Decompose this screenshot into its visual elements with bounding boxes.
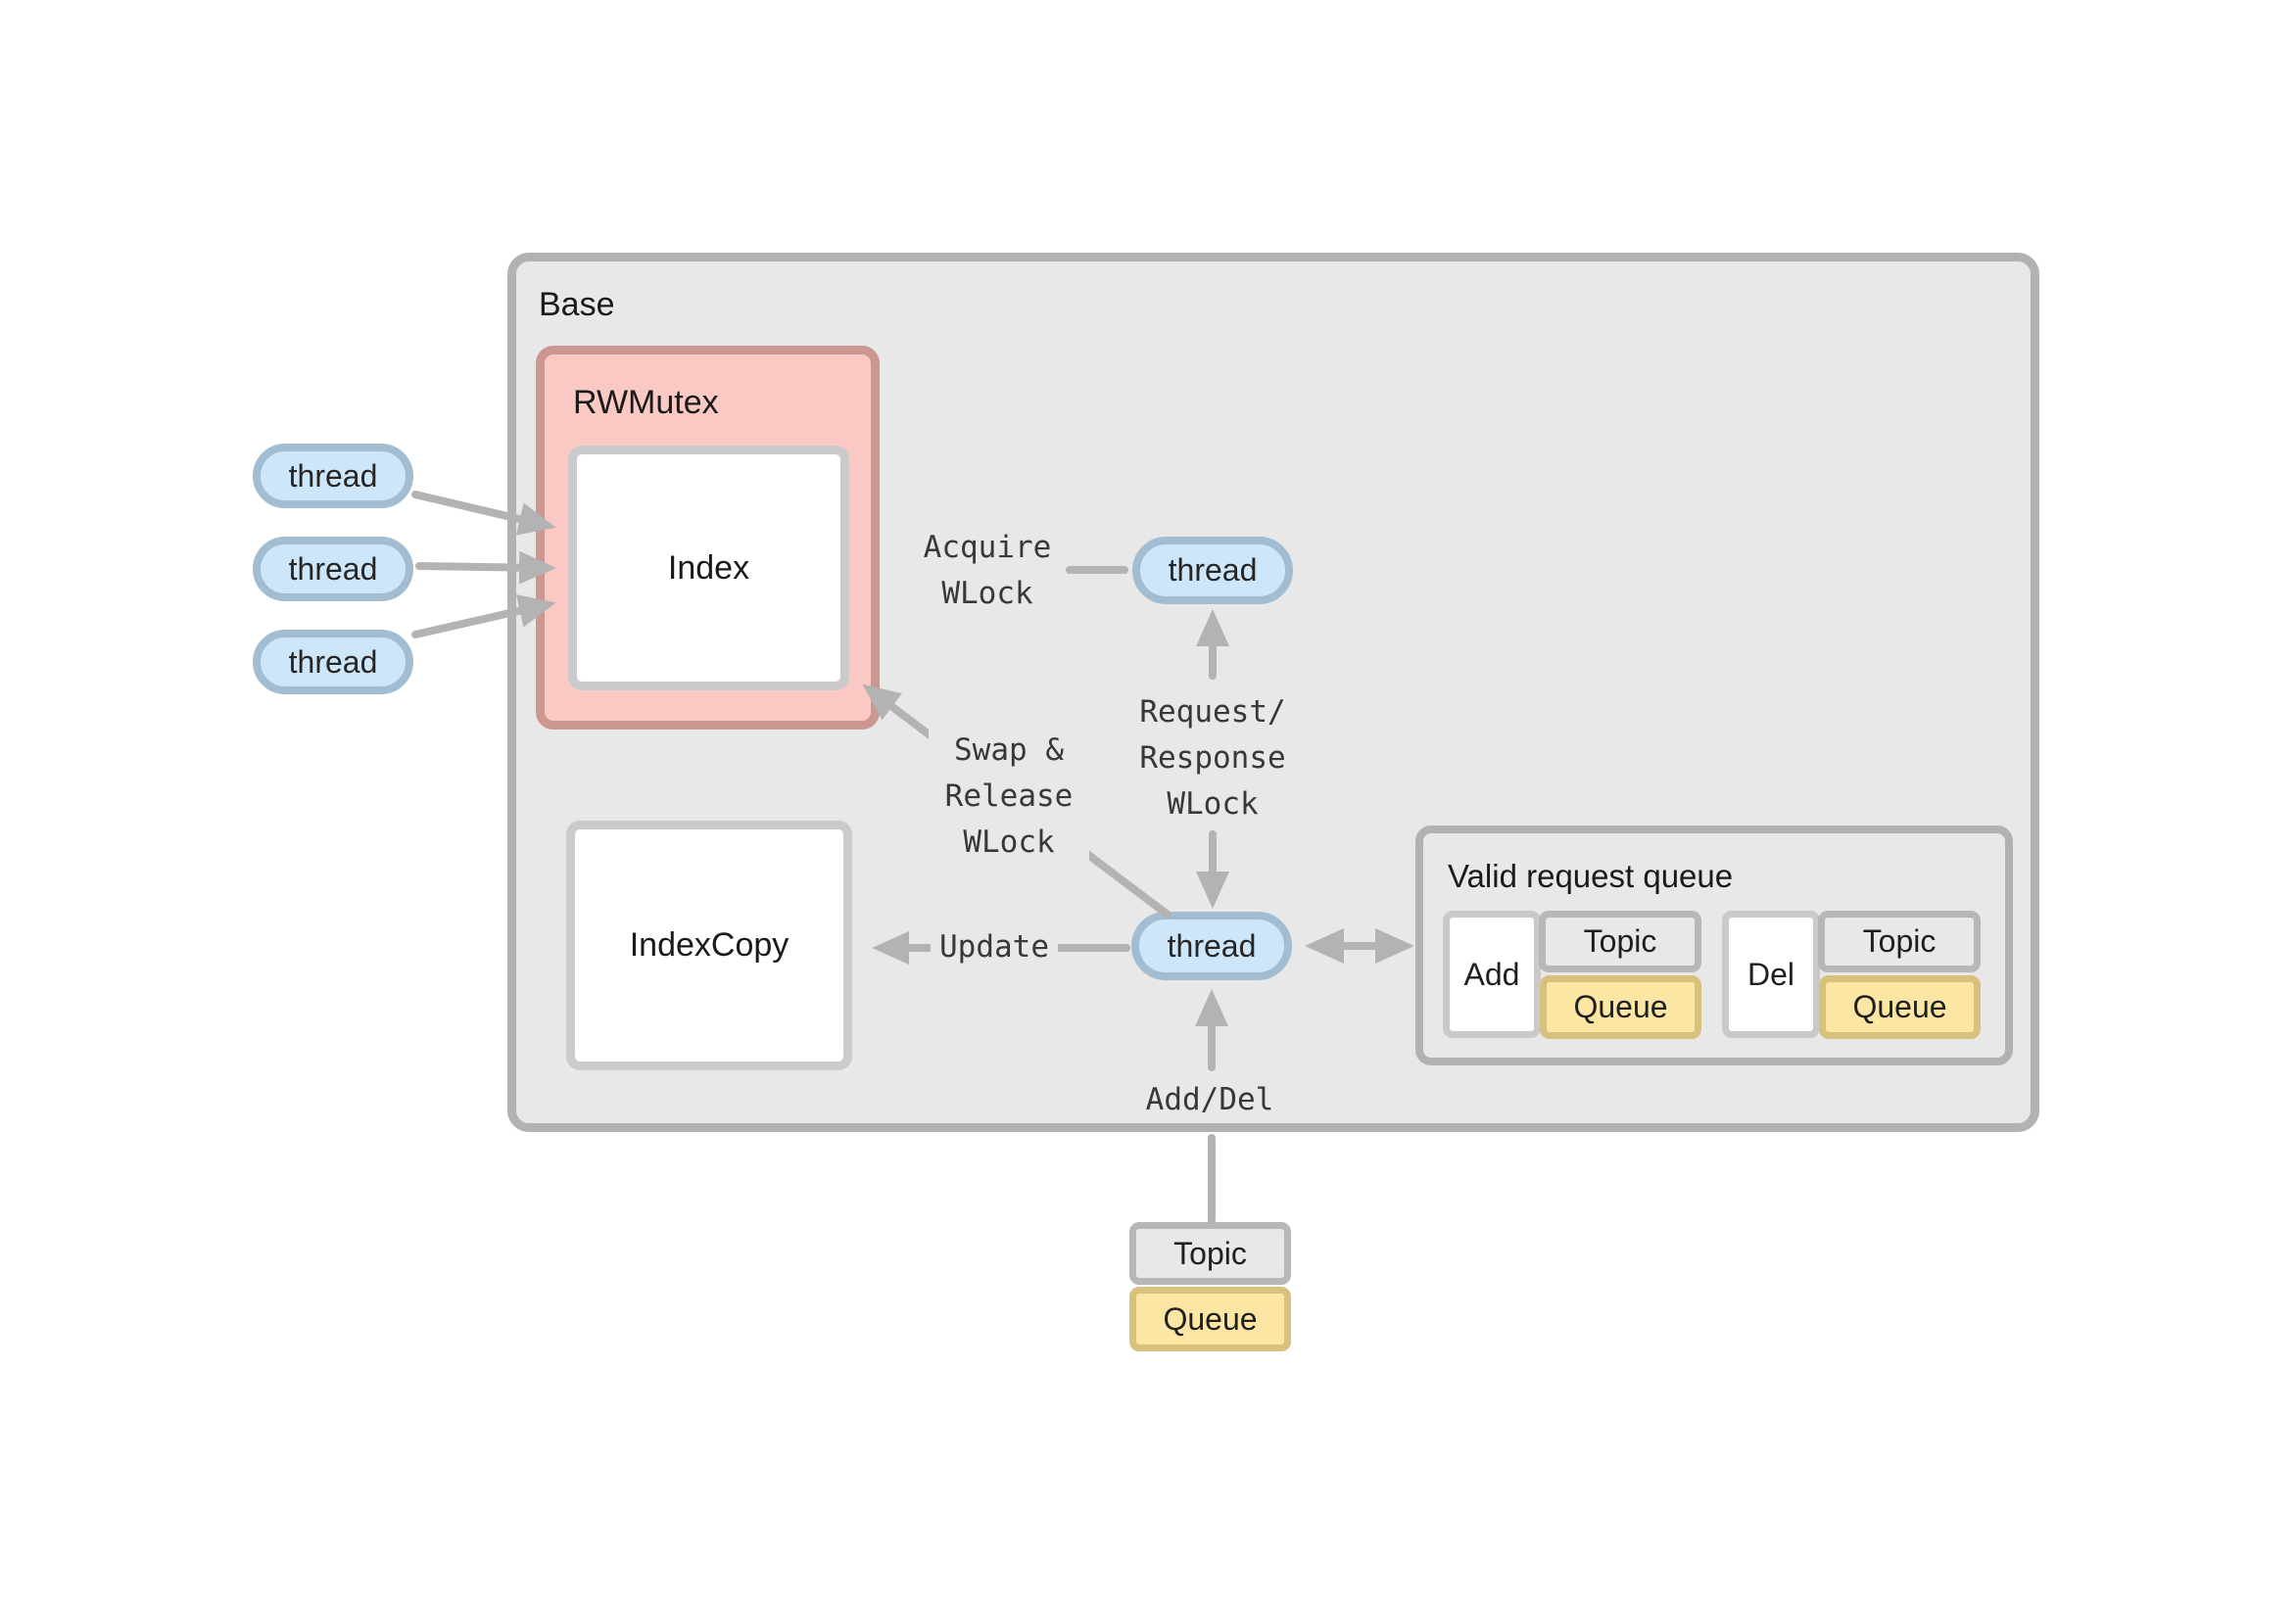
topic-label: Topic	[1173, 1235, 1247, 1271]
add-label: Add	[1463, 956, 1520, 992]
del-queue-cell: Queue	[1819, 975, 1981, 1039]
queue-label: Queue	[1852, 989, 1947, 1024]
edge-label-request-response-wlock: Request/ Response WLock	[1128, 689, 1297, 827]
thread-label: thread	[288, 550, 378, 587]
incoming-queue-cell: Queue	[1129, 1287, 1291, 1351]
thread-pill-left-1: thread	[253, 444, 413, 508]
edge-label-add-del: Add/Del	[1141, 1077, 1278, 1123]
thread-pill-left-2: thread	[253, 537, 413, 601]
del-topic-cell: Topic	[1818, 911, 1981, 972]
add-cell: Add	[1443, 911, 1541, 1038]
thread-pill-worker: thread	[1131, 912, 1292, 980]
edge-label-acquire-wlock: Acquire WLock	[923, 530, 1052, 611]
indexcopy-label: IndexCopy	[629, 926, 789, 964]
topic-label: Topic	[1862, 923, 1937, 959]
thread-label: thread	[288, 457, 378, 494]
index-label: Index	[667, 548, 750, 587]
thread-label: thread	[288, 643, 378, 680]
edge-label-update: Update	[931, 924, 1058, 970]
queue-label: Queue	[1163, 1300, 1258, 1337]
queue-label: Queue	[1573, 989, 1668, 1024]
valid-request-queue-title: Valid request queue	[1448, 858, 1734, 894]
del-cell: Del	[1722, 911, 1820, 1038]
topic-label: Topic	[1583, 923, 1657, 959]
thread-pill-acquire: thread	[1132, 537, 1293, 604]
thread-label: thread	[1167, 927, 1257, 964]
del-label: Del	[1746, 956, 1794, 992]
edge-label-swap-release-wlock: Swap & Release WLock	[929, 728, 1089, 866]
base-title: Base	[539, 286, 615, 323]
index-box: Index	[568, 446, 849, 690]
add-queue-cell: Queue	[1540, 975, 1701, 1039]
indexcopy-box: IndexCopy	[566, 821, 852, 1070]
rwmutex-title: RWMutex	[573, 384, 719, 421]
add-topic-cell: Topic	[1539, 911, 1701, 972]
thread-label: thread	[1168, 552, 1258, 588]
incoming-topic-cell: Topic	[1129, 1222, 1291, 1285]
thread-pill-left-3: thread	[253, 630, 413, 694]
